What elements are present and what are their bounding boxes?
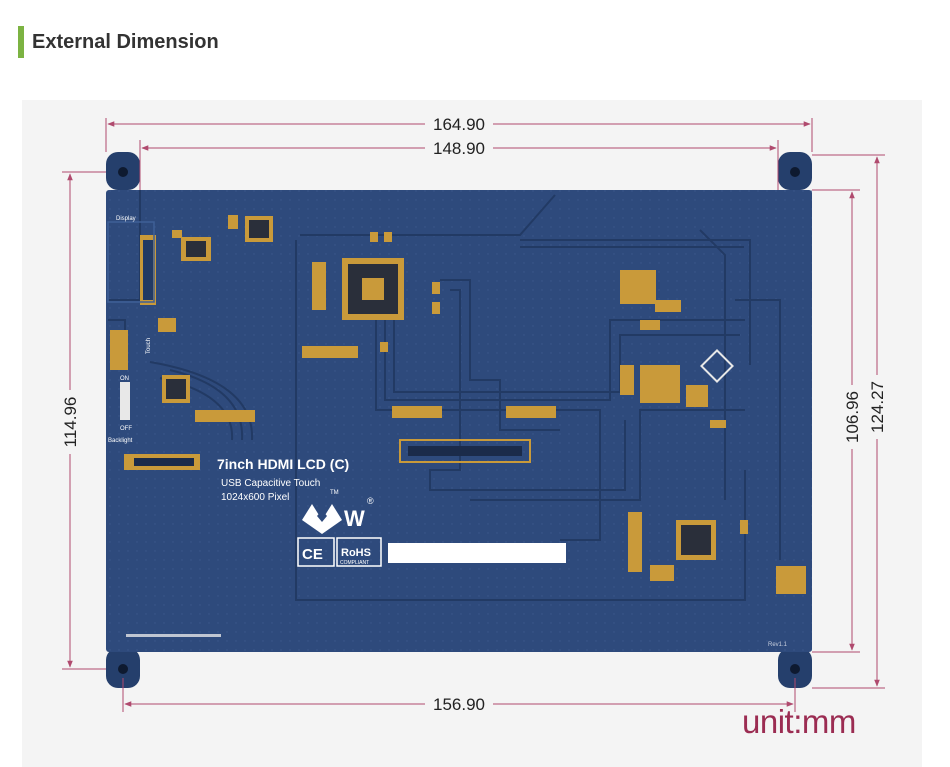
tm-symbol: TM [330,490,339,496]
trademark-symbol: ® [367,496,374,506]
revision-text: Rev1.1 [768,642,788,648]
rohs-text: RoHS [341,547,371,559]
section-title: External Dimension [32,30,219,53]
active-width-label: 148.90 [433,139,485,158]
section-header: External Dimension [18,26,219,58]
overall-width-label: 164.90 [433,115,485,134]
on-label: ON [120,376,129,382]
ce-text: CE [302,546,323,563]
smd-components [110,215,806,594]
touch-label: Touch [146,338,152,354]
backlight-label: Backlight [108,438,133,444]
brand-mark: W [344,506,365,531]
mounting-hole [790,664,800,674]
active-height-label: 106.96 [843,391,862,443]
blank-label-sticker [388,543,566,563]
resolution-text: 1024x600 Pixel [221,492,289,503]
section-accent-bar [18,26,24,58]
ce-mark-icon [297,537,335,567]
off-label: OFF [120,426,132,432]
mounting-hole [790,167,800,177]
mounting-hole [118,664,128,674]
touch-type-text: USB Capacitive Touch [221,478,320,489]
product-name: 7inch HDMI LCD (C) [217,456,349,472]
diamond-component [700,349,734,383]
brand-logo [302,504,342,534]
hole-spacing-height-label: 114.96 [61,397,80,448]
rohs-mark-icon [336,537,382,567]
lcd-board [106,152,812,688]
unit-label: unit:mm [742,703,856,740]
rohs-sub-text: COMPLIANT [340,560,369,566]
overall-height-label: 124.27 [868,381,887,433]
main-controller-chip [342,258,404,320]
display-label: Display [116,216,136,222]
mounting-hole [118,167,128,177]
fpc-connectors [107,221,531,637]
hole-spacing-width-label: 156.90 [433,695,485,714]
